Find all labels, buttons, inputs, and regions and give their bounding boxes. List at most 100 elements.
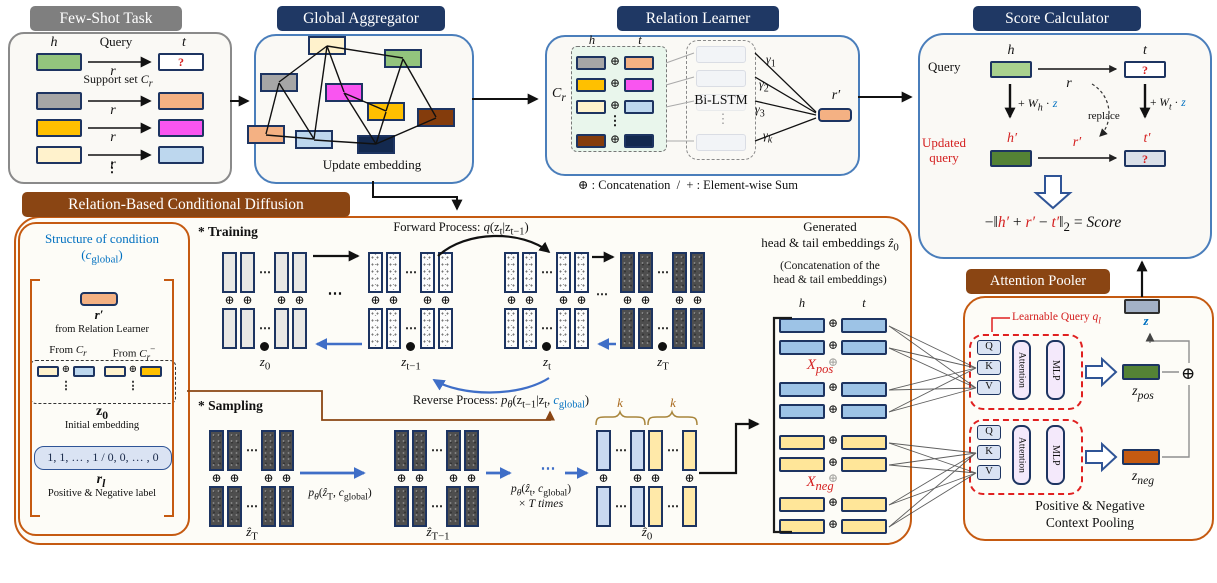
pair-head-box xyxy=(576,78,606,92)
ellipsis-horizontal-blue: ⋯ xyxy=(540,461,556,477)
zT-state-group: ⋯⊕⊕⊕⊕⋯ xyxy=(620,252,705,349)
concat-icon: ⊕ xyxy=(827,316,839,330)
query-tail-box: ? xyxy=(158,53,204,71)
zhat0-label: ẑ0 xyxy=(641,524,653,543)
xneg-tail-box xyxy=(841,497,887,512)
r-prime-red-label: r′ xyxy=(1072,135,1082,150)
pair-tail-box xyxy=(624,56,654,70)
learner-t-label: t xyxy=(638,33,642,47)
pair-tail-box xyxy=(624,100,654,114)
pair-tail-box xyxy=(624,78,654,92)
concat-icon: ⊕ xyxy=(827,495,839,509)
cr-label: Cr xyxy=(552,86,566,104)
r-prime-box xyxy=(818,108,852,122)
rl-label: rl xyxy=(96,472,106,490)
legend: ⊕ : Concatenation / + : Element-wise Sum xyxy=(578,178,798,192)
lstm-cell xyxy=(696,94,746,111)
zT-state-label: zT xyxy=(657,354,669,373)
ellipsis: ⋮ xyxy=(60,380,72,392)
h-prime-label: h′ xyxy=(1006,131,1018,146)
xpos-head-box xyxy=(779,340,825,355)
zt-state-label: zt xyxy=(542,354,552,373)
ellipsis: ⋮ xyxy=(608,113,622,128)
lstm-cell xyxy=(696,46,746,63)
graph-node xyxy=(384,49,422,68)
concat-icon: ⊕ xyxy=(827,380,839,394)
graph-node xyxy=(325,83,363,102)
support-head-box xyxy=(36,146,82,164)
pair-head-box xyxy=(576,100,606,114)
lstm-cell xyxy=(696,134,746,151)
generated-title-line1: Generated xyxy=(803,219,857,234)
graph-node xyxy=(308,36,346,55)
k-count-label: k xyxy=(670,395,676,410)
score-t-label: t xyxy=(1143,43,1147,58)
z0-state-label: z0 xyxy=(259,354,271,373)
score-t-box: ? xyxy=(1124,61,1166,78)
xneg-tail-box xyxy=(841,519,887,534)
xpos-head-box xyxy=(779,382,825,397)
concat-icon-faint: ⊕ xyxy=(827,355,839,369)
from-relation-learner-label: from Relation Learner xyxy=(55,324,149,335)
z-pos-label: zpos xyxy=(1132,384,1154,402)
diffusion-title: Relation-Based Conditional Diffusion xyxy=(22,192,350,217)
timestep-dot xyxy=(406,342,415,351)
replace-label: replace xyxy=(1088,110,1120,122)
condition-structure-panel xyxy=(18,222,190,536)
query-head-box xyxy=(36,53,82,71)
from-cr-neg-label: From Cr− xyxy=(112,344,156,362)
score-query-label: Query xyxy=(928,59,961,74)
timestep-dot xyxy=(260,342,269,351)
ellipsis-horizontal: ⋯ xyxy=(596,287,608,301)
update-embedding-caption: Update embedding xyxy=(322,157,422,172)
zt-1-state-label: zt−1 xyxy=(401,354,421,373)
xneg-tail-box xyxy=(841,457,887,472)
pair-head-box xyxy=(576,134,606,148)
z-neg-box xyxy=(1122,449,1160,465)
condition-heading: Structure of condition xyxy=(44,231,160,246)
xpos-label: Xpos xyxy=(806,357,834,376)
concat-icon-faint: ⊕ xyxy=(827,471,839,485)
mlp-label: MLP xyxy=(1050,359,1061,381)
h-prime-box xyxy=(990,150,1032,167)
pair-head-box xyxy=(37,366,59,377)
attention-block: Attention xyxy=(1012,340,1031,400)
concat-icon: ⊕ xyxy=(609,54,621,68)
pair-head-box xyxy=(576,56,606,70)
few-shot-h-label: h xyxy=(50,35,58,50)
xneg-tail-box xyxy=(841,435,887,450)
ellipsis: ⋮ xyxy=(716,111,730,126)
score-formula: −‖h′ + r′ − t′‖2 = Score xyxy=(984,214,1122,235)
relation-r-label: r xyxy=(110,130,116,145)
learnable-query-label: Learnable Query ql xyxy=(1012,311,1101,327)
label-vector-text: 1, 1, … , 1 / 0, 0, … , 0 xyxy=(47,450,159,464)
z-neg-label: zneg xyxy=(1131,469,1155,487)
wh-z-label: + Wh · z xyxy=(1018,96,1058,114)
pair-tail-box xyxy=(73,366,95,377)
support-head-box xyxy=(36,92,82,110)
graph-node xyxy=(417,108,455,127)
gammak-label: γk xyxy=(763,128,773,146)
zhatT-1-state-group: ⋯⊕⊕⊕⊕⋯ xyxy=(394,430,479,527)
generated-title-line2: head & tail embeddings ẑ0 xyxy=(761,235,899,254)
concat-icon: ⊕ xyxy=(609,76,621,90)
z0-label: z0 xyxy=(95,404,109,422)
zt-1-state-group: ⋯⊕⊕⊕⊕⋯ xyxy=(368,252,453,349)
concat-icon: ⊕ xyxy=(827,433,839,447)
support-tail-box xyxy=(158,146,204,164)
xpos-head-box xyxy=(779,318,825,333)
zhatT-label: ẑT xyxy=(246,524,258,543)
xpos-tail-box xyxy=(841,404,887,419)
training-heading: * Training xyxy=(198,224,258,239)
concat-icon: ⊕ xyxy=(609,132,621,146)
zt-state-group: ⋯⊕⊕⊕⊕⋯ xyxy=(504,252,589,349)
condition-heading2: (cglobal) xyxy=(81,247,123,266)
few-shot-task-title: Few-Shot Task xyxy=(30,6,182,31)
k-count-label: k xyxy=(617,395,623,410)
graph-node xyxy=(357,135,395,154)
gamma3-label: γ3 xyxy=(755,102,765,120)
t-prime-label: t′ xyxy=(1143,131,1151,146)
pair-tail-box xyxy=(624,134,654,148)
ellipsis-horizontal: ⋯ xyxy=(327,286,343,302)
